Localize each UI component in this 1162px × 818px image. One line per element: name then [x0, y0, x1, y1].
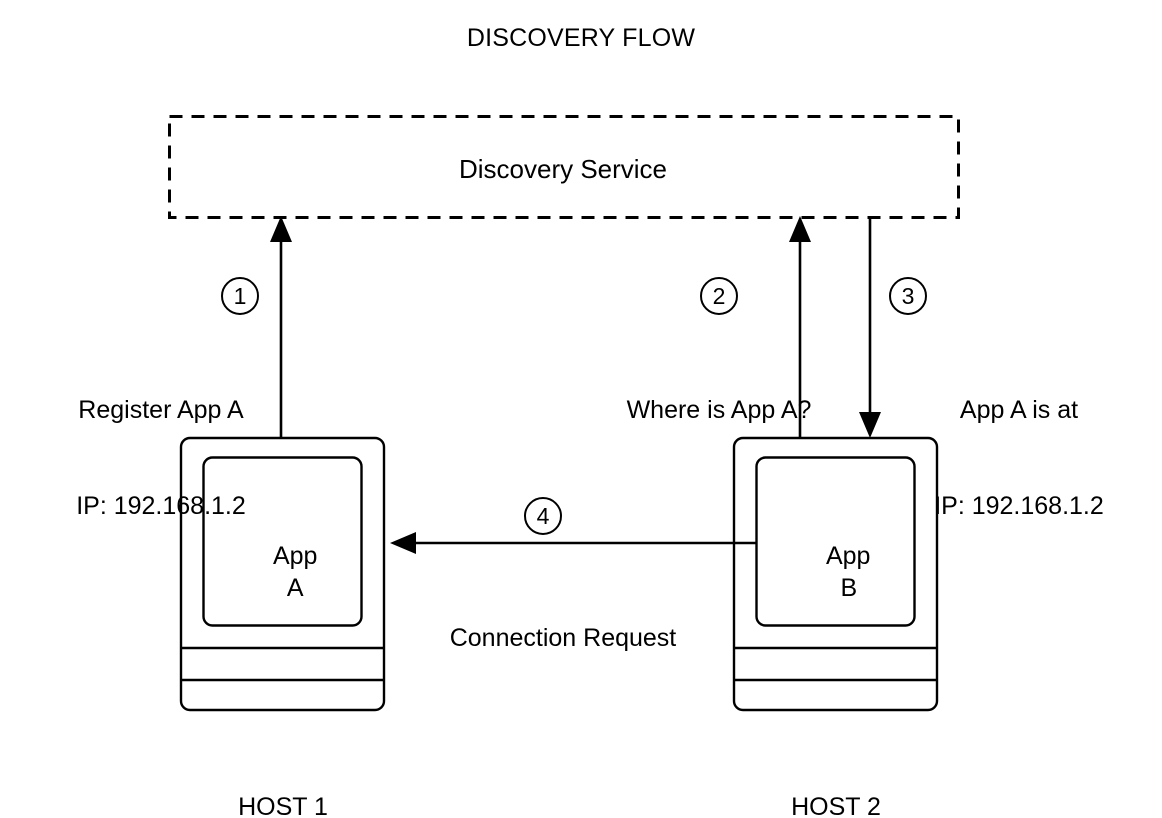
- host2-app-name: App B: [755, 508, 915, 636]
- host1-app-name-line2: A: [286, 574, 304, 602]
- step-1-label: Register App A IP: 192.168.1.2: [41, 330, 281, 586]
- step-1-label-line2: IP: 192.168.1.2: [76, 492, 246, 520]
- host2-name: HOST 2: [791, 793, 881, 818]
- host1-app-box[interactable]: [202, 456, 363, 627]
- step-3-label-line1: App A is at: [959, 396, 1079, 424]
- arrow-1-head: [270, 216, 292, 242]
- step-2-label: Where is App A?: [549, 330, 889, 490]
- host2-app-box[interactable]: [755, 456, 916, 627]
- host2-app-name-line1: App: [825, 542, 871, 570]
- step-2-label-line1: Where is App A?: [626, 396, 812, 424]
- step-2-number-badge: 2: [700, 277, 738, 315]
- host1-caption: HOST 1 192.168.1.2: [73, 727, 493, 818]
- host1-app-name-line1: App: [272, 542, 318, 570]
- arrow-2-head: [789, 216, 811, 242]
- host1-name: HOST 1: [238, 793, 328, 818]
- arrow-4-head: [390, 532, 416, 554]
- arrow-3-head: [859, 412, 881, 438]
- step-4-label: Connection Request: [403, 558, 723, 718]
- step-3-label: App A is at IP: 192.168.1.2: [884, 330, 1154, 586]
- host1-app-name: App A: [202, 508, 362, 636]
- step-4-label-line1: Connection Request: [449, 624, 677, 652]
- discovery-service-box[interactable]: [168, 115, 960, 219]
- host2-caption: HOST 2 192.168.1.3: [626, 727, 1046, 818]
- step-1-number-badge: 1: [221, 277, 259, 315]
- discovery-service-label: Discovery Service: [458, 154, 668, 184]
- step-1-label-line1: Register App A: [78, 396, 244, 424]
- step-4-number-badge: 4: [524, 497, 562, 535]
- host2-app-name-line2: B: [840, 574, 858, 602]
- page-title: DISCOVERY FLOW: [466, 24, 696, 52]
- step-3-number-badge: 3: [889, 277, 927, 315]
- step-3-label-line2: IP: 192.168.1.2: [934, 492, 1104, 520]
